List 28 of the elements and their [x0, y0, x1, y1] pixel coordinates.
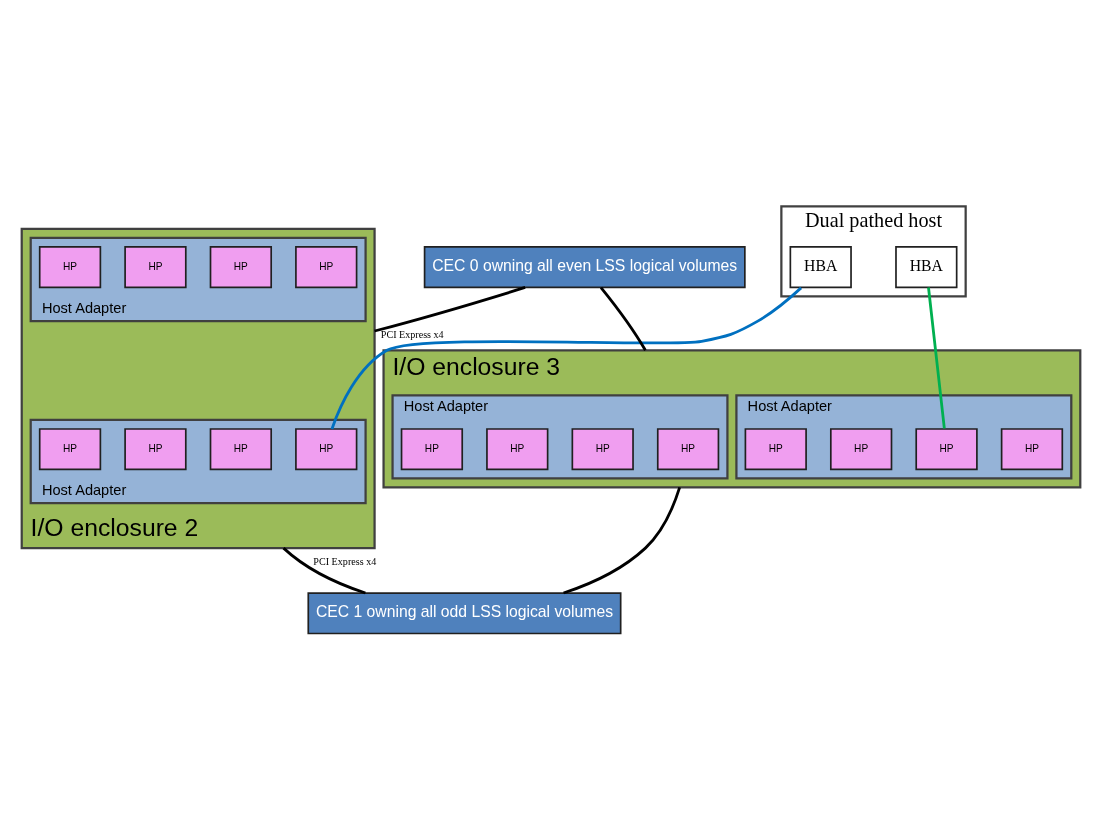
- connector: [282, 547, 366, 595]
- node-box: HP: [38, 246, 102, 289]
- node-box: HP: [400, 428, 464, 471]
- connector: [599, 286, 647, 352]
- node-box: HP: [915, 428, 978, 471]
- node-box: HP: [295, 246, 358, 289]
- node-box: HP: [1000, 428, 1064, 471]
- node-box: HP: [124, 428, 187, 471]
- connector: [330, 286, 803, 430]
- connector: [374, 286, 526, 333]
- node-box: HP: [829, 428, 893, 471]
- edge-label: PCI Express x4: [380, 329, 444, 341]
- node-box: HP: [209, 428, 273, 471]
- connector: [563, 487, 681, 595]
- node-box: HP: [744, 428, 807, 471]
- node-box: HP: [209, 246, 273, 289]
- node-box: HP: [124, 246, 187, 289]
- node-box: HBA: [895, 246, 958, 289]
- node-box: HP: [38, 428, 102, 471]
- node-box: CEC 0 owning all even LSS logical volumes: [423, 246, 746, 289]
- connector: [927, 287, 946, 429]
- node-box: HP: [295, 428, 358, 471]
- node-box: HP: [571, 428, 634, 471]
- edge-label: PCI Express x4: [313, 556, 377, 568]
- node-box: HP: [656, 428, 720, 471]
- node-box: HBA: [789, 246, 852, 289]
- node-box: HP: [486, 428, 549, 471]
- node-box: CEC 1 owning all odd LSS logical volumes: [307, 592, 622, 635]
